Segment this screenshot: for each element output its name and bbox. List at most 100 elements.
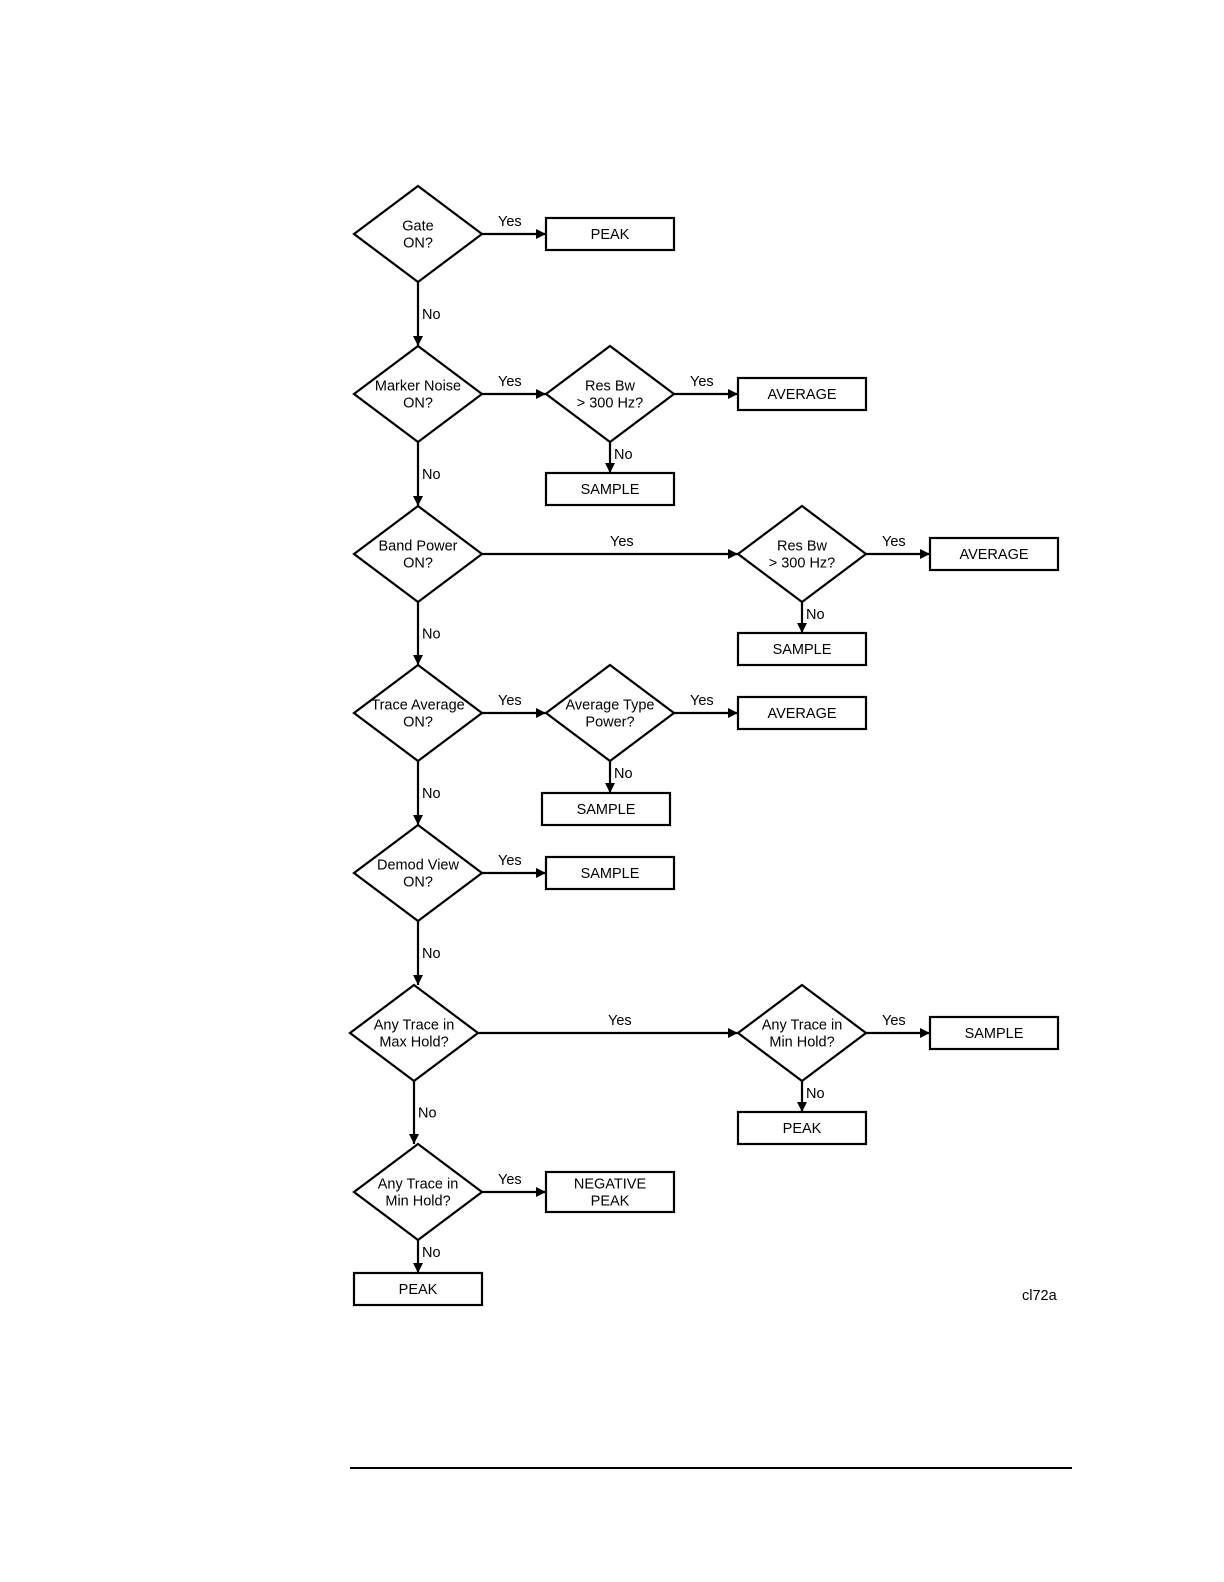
- node-label: ON?: [403, 236, 433, 252]
- result-node: SAMPLE: [736, 631, 868, 667]
- result-box: [928, 1015, 1060, 1051]
- edge-label: Yes: [610, 534, 634, 550]
- decision-diamond: [352, 823, 484, 923]
- result-box: [736, 695, 868, 731]
- result-node: AVERAGE: [928, 536, 1060, 572]
- yes-edge: Yes: [674, 693, 738, 718]
- no-edge: No: [409, 1081, 437, 1144]
- yes-edge: Yes: [482, 853, 546, 878]
- node-label: Res Bw: [585, 379, 635, 395]
- edge-label: Yes: [498, 693, 522, 709]
- node-label: SAMPLE: [577, 802, 636, 818]
- node-label: AVERAGE: [767, 387, 836, 403]
- result-node: SAMPLE: [544, 855, 676, 891]
- yes-edge: Yes: [866, 534, 930, 559]
- no-edge: No: [797, 1081, 825, 1112]
- yes-edge: Yes: [866, 1013, 930, 1038]
- result-node: SAMPLE: [544, 471, 676, 507]
- result-box: [736, 631, 868, 667]
- node-label: Min Hold?: [385, 1194, 450, 1210]
- decision-diamond: [348, 983, 480, 1083]
- decision-diamond: [352, 663, 484, 763]
- result-node: AVERAGE: [736, 376, 868, 412]
- result-box: [544, 855, 676, 891]
- node-label: Marker Noise: [375, 379, 461, 395]
- edge-label: No: [422, 627, 441, 643]
- node-label: Trace Average: [371, 698, 465, 714]
- node-label: Max Hold?: [379, 1035, 448, 1051]
- decision-diamond: [352, 344, 484, 444]
- no-edge: No: [413, 282, 441, 346]
- edge-label: Yes: [498, 1172, 522, 1188]
- edge-label: No: [422, 1245, 441, 1261]
- no-edge: No: [413, 921, 441, 985]
- decision-node: Res Bw> 300 Hz?: [544, 344, 676, 444]
- node-label: ON?: [403, 875, 433, 891]
- footer-rule: [350, 1467, 1072, 1469]
- node-label: Any Trace in: [378, 1177, 459, 1193]
- node-label: Any Trace in: [762, 1018, 843, 1034]
- result-node: PEAK: [544, 216, 676, 252]
- yes-edge: Yes: [482, 214, 546, 239]
- edge-label: Yes: [498, 214, 522, 230]
- edge-label: Yes: [882, 534, 906, 550]
- edge-label: No: [422, 467, 441, 483]
- node-label: SAMPLE: [581, 866, 640, 882]
- decision-diamond: [736, 983, 868, 1083]
- result-box: [544, 1170, 676, 1214]
- node-label: Band Power: [379, 539, 458, 555]
- edge-label: No: [614, 766, 633, 782]
- result-box: [540, 791, 672, 827]
- node-label: SAMPLE: [773, 642, 832, 658]
- node-label: Res Bw: [777, 539, 827, 555]
- node-label: AVERAGE: [959, 547, 1028, 563]
- result-node: PEAK: [736, 1110, 868, 1146]
- result-node: SAMPLE: [928, 1015, 1060, 1051]
- node-label: SAMPLE: [965, 1026, 1024, 1042]
- decision-diamond: [544, 663, 676, 763]
- no-edge: No: [413, 602, 441, 665]
- edge-label: Yes: [498, 853, 522, 869]
- edge-label: No: [418, 1106, 437, 1122]
- edge-label: No: [806, 607, 825, 623]
- node-label: PEAK: [591, 227, 630, 243]
- no-edge: No: [605, 442, 633, 473]
- node-label: PEAK: [399, 1282, 438, 1298]
- yes-edge: Yes: [674, 374, 738, 399]
- node-label: SAMPLE: [581, 482, 640, 498]
- node-label: Gate: [402, 219, 433, 235]
- edge-label: Yes: [882, 1013, 906, 1029]
- edge-label: Yes: [498, 374, 522, 390]
- result-box: [928, 536, 1060, 572]
- node-label: > 300 Hz?: [769, 556, 836, 572]
- no-edge: No: [413, 761, 441, 825]
- decision-diamond: [352, 504, 484, 604]
- edge-label: No: [806, 1086, 825, 1102]
- decision-diamond: [352, 184, 484, 284]
- figure-id-label: cl72a: [1022, 1288, 1058, 1304]
- decision-diamond: [544, 344, 676, 444]
- node-label: Min Hold?: [769, 1035, 834, 1051]
- node-label: Any Trace in: [374, 1018, 455, 1034]
- result-box: [736, 376, 868, 412]
- yes-edge: Yes: [482, 374, 546, 399]
- edge-label: No: [422, 786, 441, 802]
- edge-label: No: [614, 447, 633, 463]
- node-label: Power?: [585, 715, 634, 731]
- result-box: [736, 1110, 868, 1146]
- result-node: SAMPLE: [540, 791, 672, 827]
- node-label: ON?: [403, 396, 433, 412]
- yes-edge: Yes: [482, 534, 738, 559]
- yes-edge: Yes: [478, 1013, 738, 1038]
- no-edge: No: [797, 602, 825, 633]
- no-edge: No: [413, 442, 441, 506]
- result-box: [352, 1271, 484, 1307]
- no-edge: No: [605, 761, 633, 793]
- no-edge: No: [413, 1240, 441, 1273]
